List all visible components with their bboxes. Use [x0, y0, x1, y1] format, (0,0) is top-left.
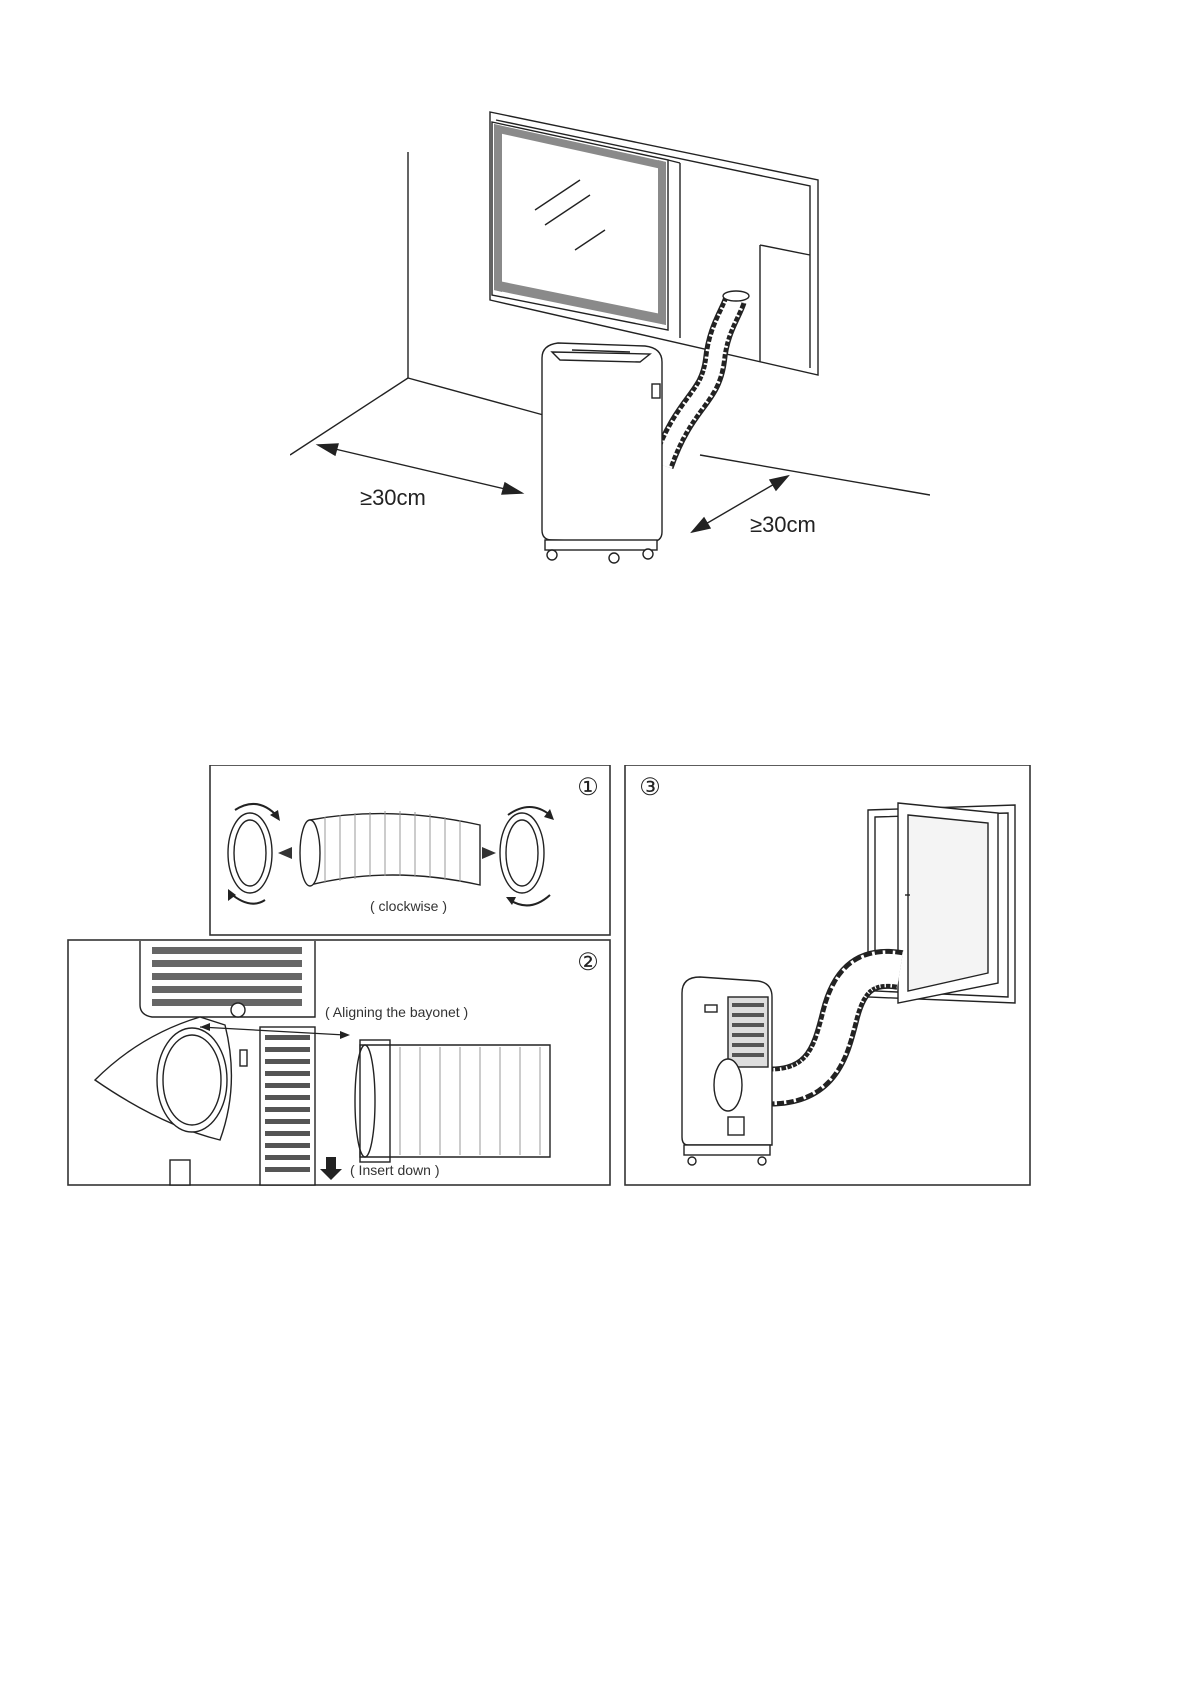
sash-right-rail [658, 160, 666, 325]
clearance-label-left: ≥30cm [360, 485, 426, 510]
window-frame [490, 112, 818, 375]
hose-segment [300, 811, 480, 886]
arrowhead-icon [318, 444, 338, 455]
step-2-caption-bottom: ( Insert down ) [350, 1162, 439, 1178]
sash-left-rail [494, 124, 502, 292]
step-2-panel: ② [68, 940, 610, 1185]
caster-wheel [609, 553, 619, 563]
arrowhead-icon [692, 518, 710, 532]
caster-wheel [643, 549, 653, 559]
installation-clearance-svg: ≥30cm ≥30cm [290, 100, 930, 580]
caster-wheel [547, 550, 557, 560]
hose-assembly-svg: ① [60, 765, 1040, 1205]
floor-left-line [290, 378, 408, 455]
step-1-caption: ( clockwise ) [370, 898, 447, 914]
installation-clearance-diagram: ≥30cm ≥30cm [290, 100, 930, 580]
step-3-number: ③ [639, 774, 661, 801]
window-outlet [723, 291, 749, 301]
sash-bottom-rail [494, 280, 666, 325]
air-conditioner-unit [542, 343, 662, 563]
clearance-label-right: ≥30cm [750, 512, 816, 537]
floor-right-line [700, 455, 930, 495]
exhaust-hose [662, 291, 749, 465]
hose-end [355, 1040, 550, 1162]
step-2-caption-top: ( Aligning the bayonet ) [325, 1004, 468, 1020]
arrowhead-icon [502, 483, 522, 494]
step-1-number: ① [577, 774, 599, 801]
hose-assembly-steps: ① [60, 765, 1040, 1205]
arrowhead-icon [770, 476, 788, 490]
step-2-number: ② [577, 949, 599, 976]
air-conditioner-unit-installed [682, 977, 772, 1165]
step-3-panel: ③ [625, 765, 1030, 1185]
step-1-panel: ① [210, 765, 610, 935]
